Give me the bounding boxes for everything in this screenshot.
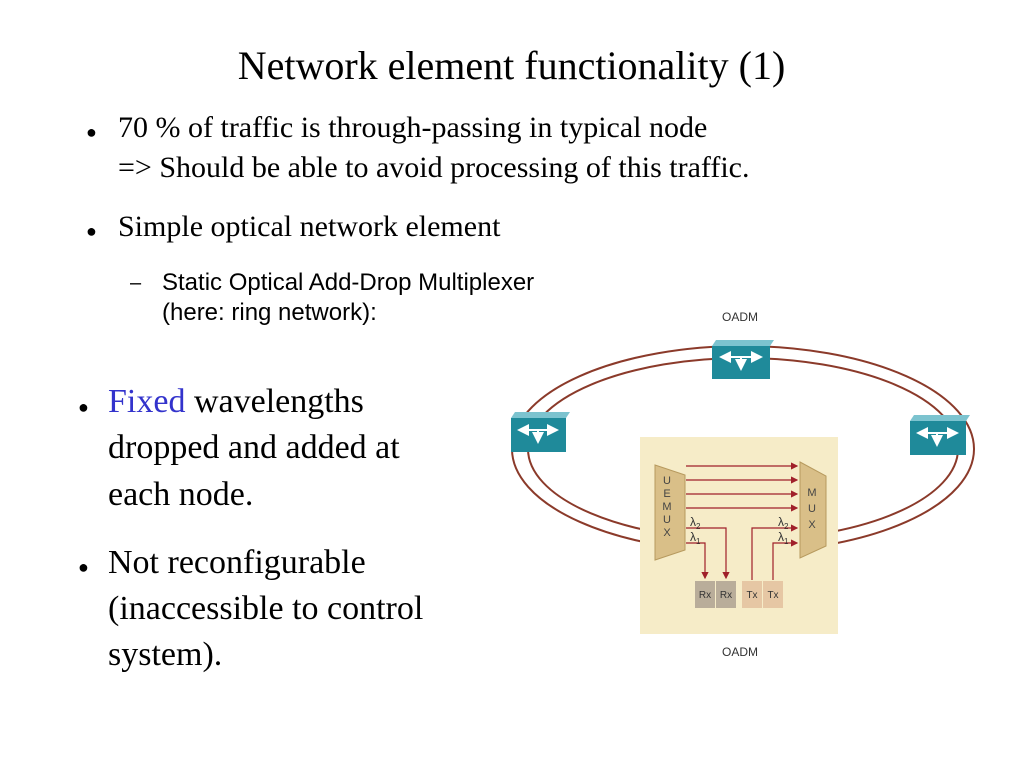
rx-label-2: Rx [720, 590, 732, 601]
drop-paths [686, 527, 730, 580]
demux-letter-3: M [662, 501, 671, 513]
tx-label-1: Tx [746, 590, 757, 601]
port-boxes: Rx Rx Tx Tx [695, 581, 783, 608]
demux-letter-2: E [663, 488, 670, 500]
bullet-dot-1: ● [86, 122, 97, 142]
fixed-highlight: Fixed [108, 383, 186, 420]
mux-letter-3: X [808, 519, 816, 531]
bullet-3-line-2: dropped and added at [108, 429, 400, 466]
lambda1-mux: λ1 [778, 530, 789, 546]
sub-bullet-dash: – [130, 272, 142, 294]
oadm-label-bottom: OADM [722, 645, 758, 659]
bullet-4-line-2: (inaccessible to control [108, 590, 424, 627]
rx-box-1 [695, 581, 715, 608]
bullet-dot-2: ● [86, 221, 97, 241]
tx-box-2 [763, 581, 783, 608]
sub-bullet-line-1: Static Optical Add-Drop Multiplexer [162, 269, 535, 296]
bullet-dot-4: ● [78, 557, 89, 577]
demux-letter-4: U [663, 514, 671, 526]
rx-box-2 [716, 581, 736, 608]
slide-title: Network element functionality (1) [237, 43, 786, 88]
lambda2-demux: λ2 [690, 515, 701, 531]
tx-box-1 [742, 581, 762, 608]
add-paths [751, 524, 799, 580]
bullet-2: Simple optical network element [118, 210, 501, 243]
demux-letter-5: X [663, 527, 671, 539]
mux-letter-2: U [808, 503, 816, 515]
bullet-4-line-3: system). [108, 636, 223, 673]
bullet-3-line-1: Fixed wavelengths [108, 379, 364, 424]
bullet-4-line-1: Not reconfigurable [108, 544, 366, 581]
mux-block [799, 461, 827, 559]
demux-letter-1: U [663, 475, 671, 487]
demux-block [654, 464, 686, 561]
bullet-dot-3: ● [78, 397, 89, 417]
bullet-1-line-2: => Should be able to avoid processing of… [118, 151, 750, 184]
oadm-node-right [910, 415, 970, 455]
tx-label-2: Tx [767, 590, 778, 601]
bullet-3-line-3: each node. [108, 476, 254, 513]
bullet-1-line-1: 70 % of traffic is through-passing in ty… [118, 111, 708, 144]
oadm-label-top: OADM [722, 310, 758, 324]
oadm-node-left [511, 412, 570, 452]
sub-bullet-line-2: (here: ring network): [162, 299, 377, 326]
rx-label-1: Rx [699, 590, 711, 601]
through-pass-arrows [686, 462, 799, 512]
bullet-3-rest: wavelengths [185, 383, 364, 420]
oadm-node-top [712, 340, 774, 379]
lambda2-mux: λ2 [778, 515, 789, 531]
lambda1-demux: λ1 [690, 530, 701, 546]
mux-letter-1: M [807, 487, 816, 499]
